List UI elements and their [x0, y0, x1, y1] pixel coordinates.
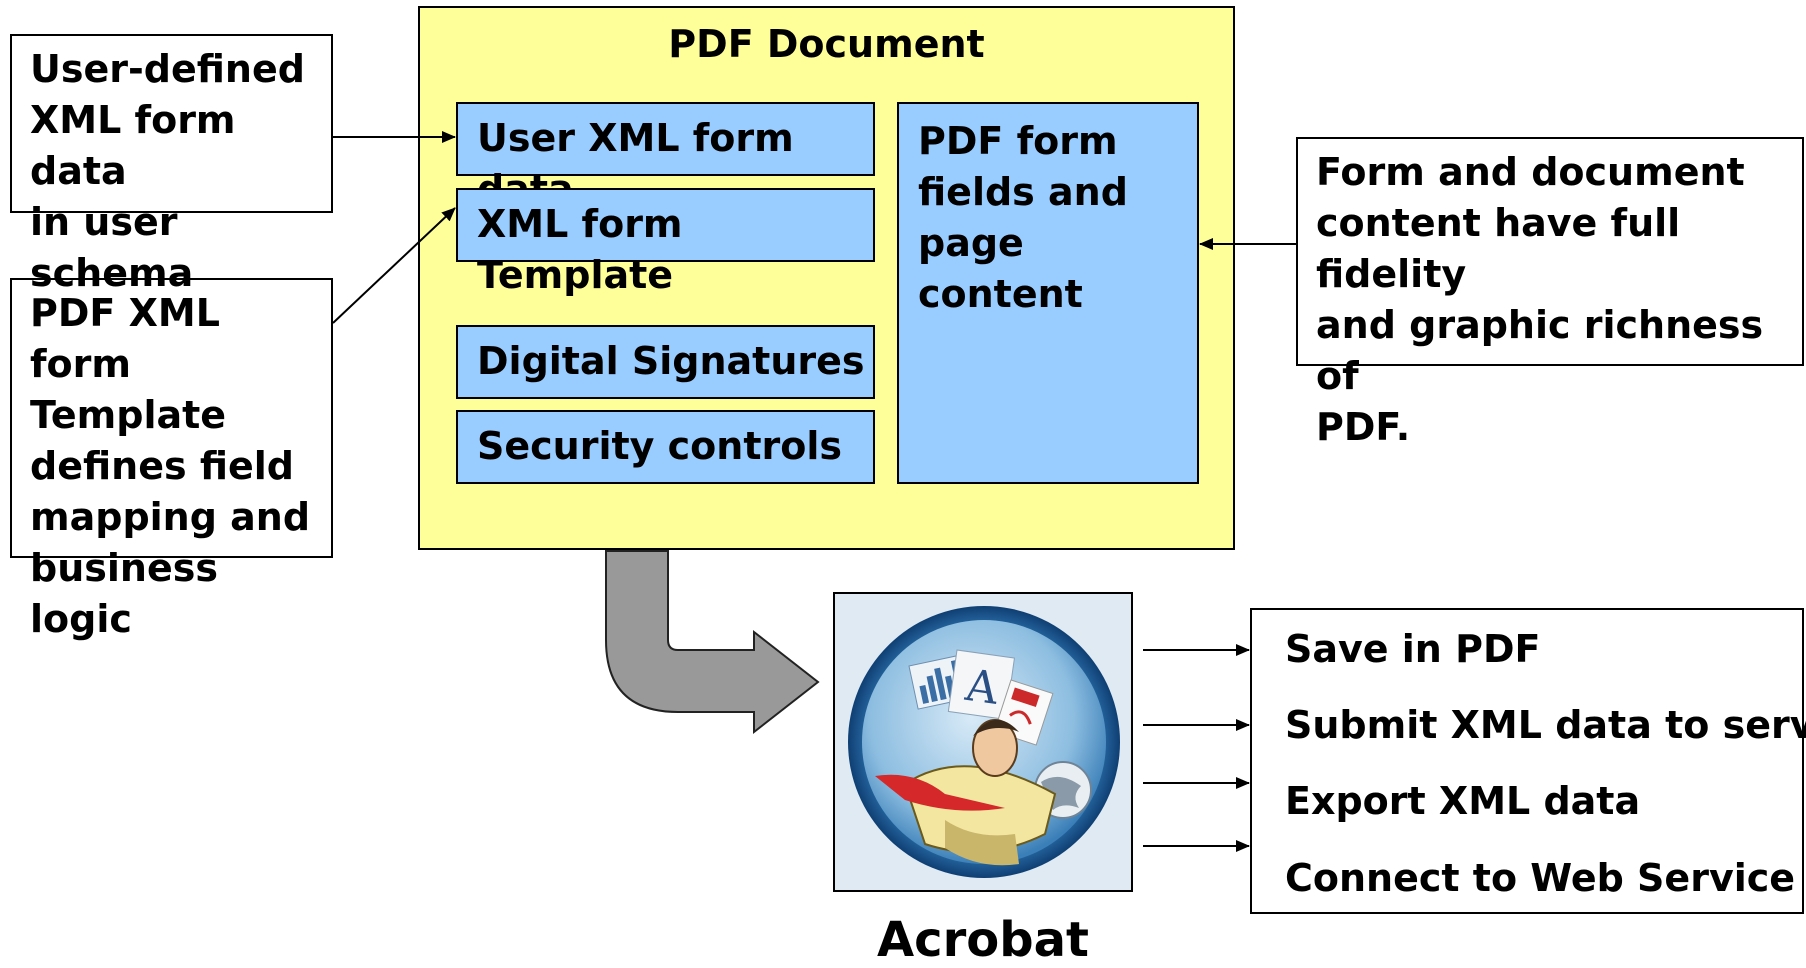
- digital-signatures-box: Digital Signatures: [456, 325, 875, 399]
- pdf-form-fields-line-1: PDF form: [918, 119, 1118, 163]
- template-defines-line-5: business logic: [30, 546, 218, 641]
- fidelity-line-1: Form and document: [1316, 150, 1745, 194]
- security-controls-box: Security controls: [456, 410, 875, 484]
- pdf-form-fields-box: PDF form fields and page content: [897, 102, 1199, 484]
- output-submit-xml: Submit XML data to server: [1285, 703, 1806, 747]
- xml-form-template-box: XML form Template: [456, 188, 875, 297]
- xml-form-template-label: XML form Template: [477, 202, 683, 297]
- fidelity-line-3: and graphic richness of: [1316, 303, 1764, 398]
- security-controls-label: Security controls: [477, 424, 842, 468]
- template-defines-text: PDF XML form Template defines field mapp…: [30, 288, 331, 645]
- fidelity-line-4: PDF.: [1316, 405, 1411, 449]
- pdf-document-title: PDF Document: [668, 22, 985, 66]
- acrobat-label: Acrobat: [877, 912, 1089, 968]
- fidelity-text: Form and document content have full fide…: [1316, 147, 1802, 453]
- user-defined-xml-text: User-defined XML form data in user schem…: [30, 44, 331, 299]
- user-defined-line-3: in user schema: [30, 200, 194, 295]
- pdf-form-fields-label: PDF form fields and page content: [918, 116, 1197, 320]
- user-defined-line-2: XML form data: [30, 98, 236, 193]
- template-defines-line-1: PDF XML form: [30, 291, 220, 386]
- output-export-xml: Export XML data: [1285, 779, 1641, 823]
- acrobat-logo-icon: A: [835, 594, 1131, 890]
- fidelity-line-2: content have full fidelity: [1316, 201, 1681, 296]
- pdf-form-fields-line-2: fields and: [918, 170, 1128, 214]
- pdf-form-fields-line-3: page content: [918, 221, 1083, 316]
- fidelity-note: Form and document content have full fide…: [1296, 137, 1804, 449]
- flow-arrow: [605, 550, 820, 735]
- output-save-in-pdf: Save in PDF: [1285, 627, 1541, 671]
- user-defined-xml-note: User-defined XML form data in user schem…: [10, 34, 333, 295]
- template-defines-line-4: mapping and: [30, 495, 311, 539]
- output-actions-box: Save in PDF Submit XML data to server Ex…: [1250, 608, 1806, 914]
- template-defines-line-3: defines field: [30, 444, 294, 488]
- user-defined-line-1: User-defined: [30, 47, 305, 91]
- output-connect-web-service: Connect to Web Service: [1285, 856, 1796, 900]
- digital-signatures-label: Digital Signatures: [477, 339, 865, 383]
- template-defines-line-2: Template: [30, 393, 227, 437]
- connector-template: [332, 207, 456, 324]
- template-defines-note: PDF XML form Template defines field mapp…: [10, 278, 333, 641]
- acrobat-logo-frame: A: [833, 592, 1133, 892]
